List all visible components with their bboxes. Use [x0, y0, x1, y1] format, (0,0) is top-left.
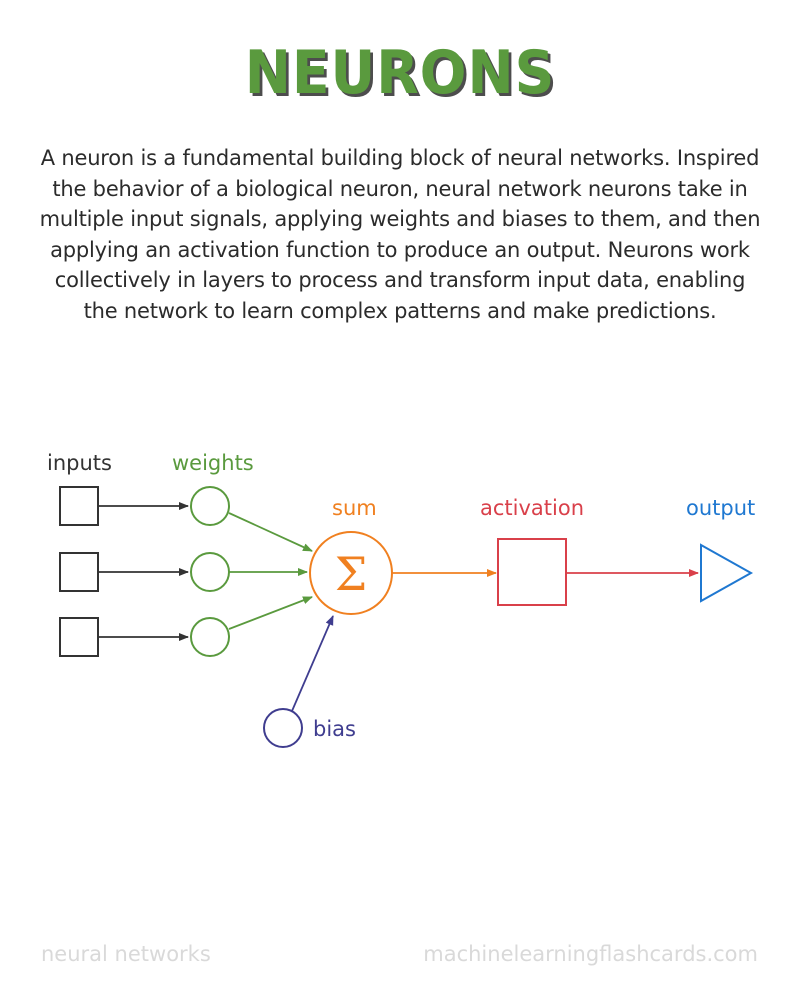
weights-label: weights [172, 451, 254, 475]
bias-label: bias [313, 717, 356, 741]
output-node [700, 543, 754, 603]
description-line: applying an activation function to produ… [50, 237, 750, 262]
weight-arrow [228, 512, 313, 552]
description-line: collectively in layers to process and tr… [54, 268, 746, 292]
bias-node [263, 708, 303, 748]
input-node [59, 617, 99, 657]
weight-arrow [228, 596, 313, 630]
description-line: A neuron is a fundamental building block… [40, 146, 760, 170]
footer-topic: neural networks [41, 942, 211, 966]
sum-label: sum [332, 496, 377, 520]
activation-node [497, 538, 567, 606]
description-line: multiple input signals, applying weights… [39, 207, 761, 231]
input-node [59, 552, 99, 592]
weight-node [190, 617, 230, 657]
weight-node [190, 552, 230, 592]
description: A neuron is a fundamental building block… [30, 143, 770, 326]
weight-node [190, 486, 230, 526]
description-line: the behavior of a biological neuron, neu… [52, 176, 748, 201]
footer-website: machinelearningflashcards.com [423, 942, 758, 966]
bias-arrow [291, 615, 334, 712]
inputs-label: inputs [47, 451, 112, 475]
input-node [59, 486, 99, 526]
page-title: NEURONS [244, 38, 556, 108]
sigma-icon: Σ [335, 547, 368, 601]
output-label: output [686, 496, 755, 520]
activation-label: activation [480, 496, 584, 520]
description-line: the network to learn complex patterns an… [83, 298, 717, 323]
